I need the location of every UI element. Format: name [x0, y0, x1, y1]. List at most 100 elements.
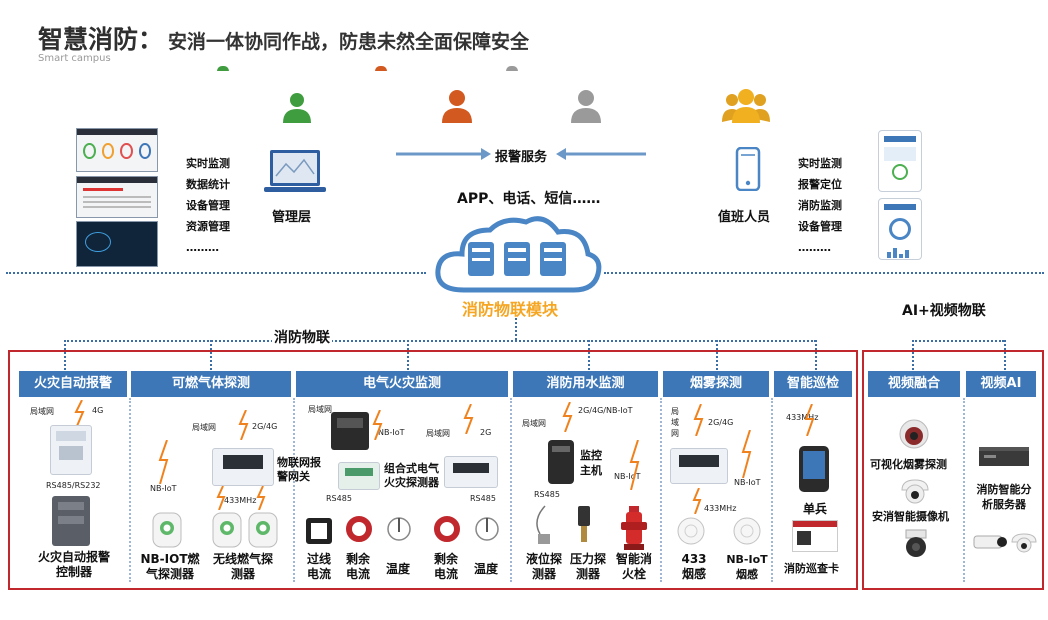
alarm-panel-device	[50, 425, 92, 475]
duty-label: 值班人员	[718, 210, 771, 225]
net-label: 2G/4G	[252, 422, 278, 431]
electric-item-label: 过线电流	[307, 552, 332, 581]
dome-camera-icon	[1011, 533, 1037, 553]
header-water: 消防用水监测	[513, 371, 658, 397]
net-label: 2G/4G/NB-IoT	[578, 406, 633, 415]
wireless-signal-icon	[804, 404, 815, 436]
wireless-signal-icon	[372, 410, 383, 440]
left-menu-item: ………	[186, 241, 219, 254]
nbiot-label: NB-IoT	[150, 484, 177, 493]
wireless-signal-icon	[562, 402, 573, 432]
video-fusion-item-label: 安消智能摄像机	[872, 510, 949, 523]
ai-video-label: AI+视频物联	[902, 303, 986, 319]
right-menu: 实时监测 报警定位 消防监测 设备管理 ………	[798, 153, 842, 258]
cloud-servers-icon	[435, 216, 602, 293]
left-menu-item: 资源管理	[186, 220, 230, 233]
wireless-signal-icon	[692, 488, 702, 514]
dome-camera-icon	[901, 479, 929, 504]
electric-item-label: 剩余电流	[434, 552, 459, 581]
nbiot-label: NB-IoT	[378, 428, 405, 437]
column-separator	[129, 398, 131, 582]
residual-current-sensor-icon	[434, 516, 460, 542]
left-menu-item: 设备管理	[186, 199, 230, 212]
temperature-probe-icon	[387, 517, 411, 541]
dashboard-screenshot-2	[76, 176, 158, 218]
admin-label: 管理层	[272, 210, 312, 225]
left-menu-item: 实时监测	[186, 157, 230, 170]
iot-label: 消防物联	[272, 327, 332, 347]
smoke-detector-icon	[677, 517, 705, 545]
admin-person-icon	[283, 93, 311, 123]
right-menu-item: 设备管理	[798, 220, 842, 233]
analysis-server-icon	[979, 447, 1029, 466]
wireless-signal-icon	[238, 410, 249, 440]
freq-label: 433MHz	[224, 496, 257, 505]
wireless-signal-icon	[256, 486, 266, 510]
left-menu: 实时监测 数据统计 设备管理 资源管理 ………	[186, 153, 230, 258]
video-fusion-item-label: 可视化烟雾探测	[870, 458, 947, 471]
net-label: 2G	[480, 428, 492, 437]
page-tagline: Smart campus	[38, 53, 111, 64]
gateway-label: 物联网报警网关	[277, 456, 321, 483]
user-person-icon	[571, 90, 601, 123]
drop-line	[64, 340, 66, 370]
drop-line	[210, 340, 212, 370]
alarm-controller-cabinet	[52, 496, 90, 546]
iot-frame	[8, 350, 858, 590]
drop-line	[407, 340, 409, 370]
freq-label: 433MHz	[786, 413, 819, 422]
wireless-signal-icon	[693, 404, 704, 436]
level-probe-icon	[536, 505, 550, 544]
header-fire-alarm: 火灾自动报警	[19, 371, 127, 397]
nbiot-gas-detector-label: NB-IOT燃气探测器	[140, 552, 200, 581]
duty-group-icon	[722, 89, 770, 123]
handheld-terminal-device	[799, 446, 829, 492]
nbiot-label: NB-IoT	[614, 472, 641, 481]
wireless-signal-icon	[629, 440, 640, 490]
ai-video-frame	[862, 350, 1044, 590]
ptz-camera-icon	[905, 529, 927, 557]
header-patrol: 智能巡检	[774, 371, 852, 397]
water-item-label: 压力探测器	[569, 552, 606, 581]
grey-dot-icon	[506, 66, 518, 71]
iot-gateway-device	[212, 448, 274, 486]
drop-line	[1004, 340, 1006, 370]
header-electric: 电气火灾监测	[296, 371, 508, 397]
column-separator	[660, 398, 662, 582]
monitor-host-device	[548, 440, 574, 484]
electric-item-label: 剩余电流	[346, 552, 371, 581]
electric-monitor-device	[331, 412, 369, 450]
green-dot-icon	[217, 66, 229, 71]
drop-line	[815, 340, 817, 370]
net-label: 局域网	[426, 429, 450, 438]
alarm-controller-label: 火灾自动报警控制器	[38, 550, 111, 579]
wireless-signal-icon	[741, 430, 752, 478]
temperature-probe-icon	[475, 517, 499, 541]
soldier-label: 单兵	[803, 502, 828, 516]
net-label: 2G/4G	[708, 418, 734, 427]
dashboard-screenshot-3	[76, 221, 158, 267]
wireless-signal-icon	[216, 486, 226, 510]
right-menu-item: 消防监测	[798, 199, 842, 212]
net-label: 局域网	[522, 419, 546, 428]
header-video-ai: 视频AI	[966, 371, 1036, 397]
column-separator	[293, 398, 295, 582]
rs485-label: RS485	[534, 490, 560, 499]
wireless-signal-icon	[158, 440, 169, 484]
dashboard-screenshot-1	[76, 128, 158, 172]
column-separator	[963, 398, 965, 582]
drop-line	[716, 340, 718, 370]
net-label: 局域网	[308, 405, 332, 414]
net-label: 局域网	[30, 407, 54, 416]
electric-item-label: 温度	[386, 562, 411, 576]
electric-item-label: 温度	[474, 562, 499, 576]
smoke-item-label: 433烟感	[681, 552, 707, 581]
smoke-camera-icon	[899, 419, 929, 449]
module-drop-line	[515, 318, 517, 340]
distribution-line	[64, 340, 816, 342]
orange-dot-icon	[375, 66, 387, 71]
header-video-fusion: 视频融合	[868, 371, 960, 397]
drop-line	[588, 340, 590, 370]
right-menu-item: 报警定位	[798, 178, 842, 191]
net-label: 局域网	[192, 423, 216, 432]
